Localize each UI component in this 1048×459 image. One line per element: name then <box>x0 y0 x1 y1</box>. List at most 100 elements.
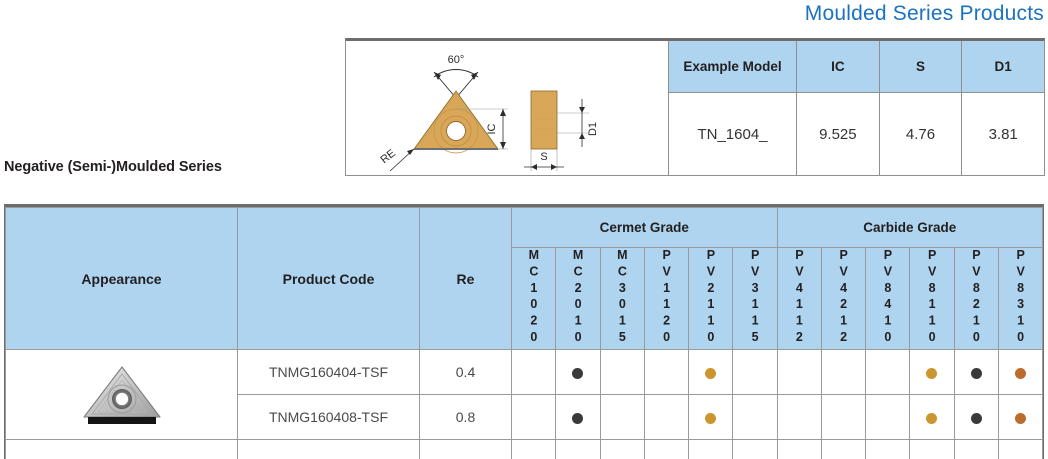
spec-value-s: 4.76 <box>880 93 963 175</box>
grade-label: PV8410 <box>880 248 895 347</box>
spec-header-example-model: Example Model <box>669 41 797 93</box>
table-row-partial <box>5 439 1043 459</box>
spec-panel: 60° RE IC <box>345 38 1045 176</box>
header-row-groups: Appearance Product Code Re Cermet Grade … <box>5 207 1043 351</box>
page-title: Moulded Series Products <box>804 2 1044 25</box>
column-header-grade-mc1020: MC1020 <box>510 246 557 351</box>
availability-dot-dark <box>572 412 584 424</box>
grade-label: PV8310 <box>1013 248 1028 347</box>
partial-cell <box>419 439 512 459</box>
column-header-grade-pv8110: PV8110 <box>909 246 955 351</box>
product-table-container: Appearance Product Code Re Cermet Grade … <box>4 204 1044 459</box>
partial-cell <box>997 439 1043 459</box>
grade-label: PV3115 <box>748 248 763 347</box>
grade-mark-cell-pv4112 <box>776 394 822 441</box>
column-header-grade-pv4112: PV4112 <box>776 246 822 351</box>
partial-cell <box>732 439 778 459</box>
grade-mark-cell-pv4112 <box>776 349 822 396</box>
grade-label: MC3015 <box>615 248 630 347</box>
product-table: Appearance Product Code Re Cermet Grade … <box>5 207 1043 459</box>
re-value-cell: 0.8 <box>419 394 512 441</box>
spec-value-d1: 3.81 <box>988 125 1018 143</box>
grade-mark-cell-pv4212 <box>820 349 867 396</box>
grade-mark-cell-mc2010 <box>555 394 601 441</box>
partial-cell <box>909 439 955 459</box>
grade-label: PV8110 <box>925 248 940 347</box>
grade-mark-cell-pv1120 <box>643 394 690 441</box>
grade-mark-cell-pv8210 <box>953 394 999 441</box>
spec-header-s: S <box>879 41 963 93</box>
svg-text:60°: 60° <box>448 54 465 66</box>
product-code-cell: TNMG160404-TSF <box>237 349 420 396</box>
column-header-product-code: Product Code <box>237 207 420 351</box>
grade-mark-cell-pv4212 <box>820 394 867 441</box>
grade-label: PV8210 <box>969 248 984 347</box>
grade-mark-cell-pv8310 <box>997 349 1043 396</box>
svg-text:S: S <box>540 151 547 163</box>
grade-label: PV4112 <box>792 248 807 347</box>
column-header-grade-pv2110: PV2110 <box>687 246 734 351</box>
partial-cell <box>776 439 822 459</box>
grade-mark-cell-pv3115 <box>732 349 778 396</box>
grade-mark-cell-mc3015 <box>599 349 645 396</box>
availability-dot-gold <box>705 367 717 379</box>
series-label: Negative (Semi-)Moulded Series <box>4 159 222 175</box>
partial-cell <box>953 439 999 459</box>
product-code-cell: TNMG160408-TSF <box>237 394 420 441</box>
column-header-re: Re <box>419 207 512 351</box>
partial-cell <box>599 439 645 459</box>
grade-mark-cell-pv8110 <box>909 394 955 441</box>
spec-header-d1: D1 <box>962 41 1045 93</box>
grade-mark-cell-mc1020 <box>510 349 557 396</box>
availability-dot-orange <box>1014 367 1026 379</box>
grade-mark-cell-pv8410 <box>864 394 911 441</box>
product-table-head: Appearance Product Code Re Cermet Grade … <box>5 207 1043 351</box>
grade-mark-cell-pv8310 <box>997 394 1043 441</box>
svg-text:RE: RE <box>378 147 397 166</box>
partial-cell <box>687 439 734 459</box>
partial-cell <box>5 439 238 459</box>
grade-label: PV1120 <box>659 248 674 347</box>
partial-cell <box>643 439 690 459</box>
availability-dot-orange <box>1014 412 1026 424</box>
column-header-grade-pv1120: PV1120 <box>643 246 690 351</box>
group-header-carbide-grade: Carbide Grade <box>776 207 1043 248</box>
appearance-cell <box>5 349 238 441</box>
partial-cell <box>555 439 601 459</box>
spec-table: Example Model IC S D1 TN_1604_ 9.525 4.7… <box>669 41 1045 175</box>
grade-mark-cell-pv2110 <box>687 394 734 441</box>
grade-mark-cell-mc2010 <box>555 349 601 396</box>
availability-dot-gold <box>926 412 938 424</box>
grade-label: PV2110 <box>703 248 718 347</box>
column-header-grade-pv8210: PV8210 <box>953 246 999 351</box>
svg-text:D1: D1 <box>587 122 599 136</box>
re-value-cell: 0.4 <box>419 349 512 396</box>
insert-photo-icon <box>82 366 161 424</box>
spec-value-example-model: TN_1604_ <box>669 93 797 175</box>
spec-table-header-row: Example Model IC S D1 <box>669 41 1045 93</box>
column-header-appearance: Appearance <box>5 207 238 351</box>
availability-dot-gold <box>705 412 717 424</box>
column-header-grade-mc3015: MC3015 <box>599 246 645 351</box>
spec-value-ic: 9.525 <box>797 93 880 175</box>
availability-dot-gold <box>926 367 938 379</box>
grade-label: MC2010 <box>571 248 586 347</box>
insert-dimension-diagram: 60° RE IC <box>346 41 669 175</box>
grade-label: MC1020 <box>526 248 541 347</box>
grade-mark-cell-pv8210 <box>953 349 999 396</box>
column-header-grade-pv8410: PV8410 <box>864 246 911 351</box>
partial-cell <box>864 439 911 459</box>
partial-cell <box>237 439 420 459</box>
grade-label: PV4212 <box>836 248 851 347</box>
grade-mark-cell-mc1020 <box>510 394 557 441</box>
column-header-grade-pv3115: PV3115 <box>732 246 778 351</box>
column-header-grade-pv8310: PV8310 <box>997 246 1043 351</box>
spec-table-value-row: TN_1604_ 9.525 4.76 3.81 <box>669 93 1044 175</box>
column-header-grade-mc2010: MC2010 <box>555 246 601 351</box>
availability-dot-dark <box>572 367 584 379</box>
grade-mark-cell-mc3015 <box>599 394 645 441</box>
svg-text:IC: IC <box>486 123 498 134</box>
